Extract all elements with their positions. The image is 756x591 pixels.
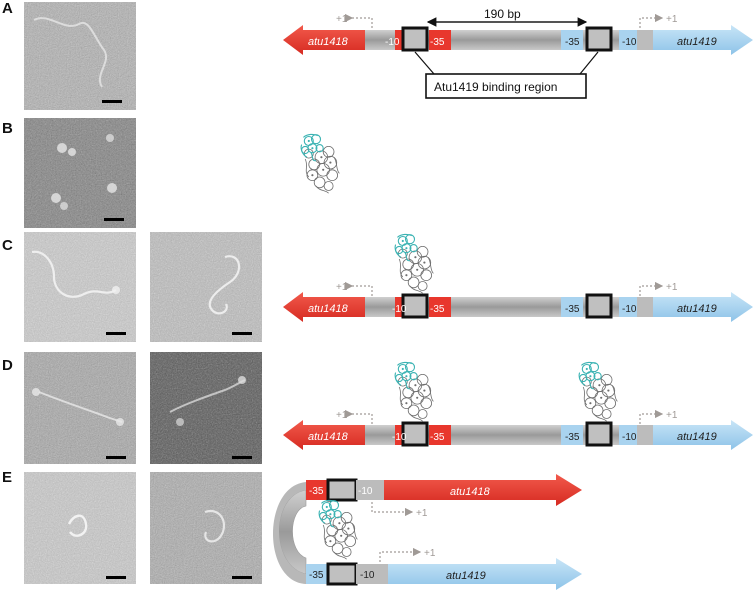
gene-label-atu1419-a: atu1419 — [677, 36, 717, 48]
minus10-label-c: -10 — [392, 304, 407, 315]
gene-label-atu1418-a: atu1418 — [308, 36, 349, 48]
tss-label-right-a: +1 — [666, 14, 678, 25]
gene-label-atu1418-d: atu1418 — [308, 431, 349, 443]
tss-label-left-a: +1 — [336, 14, 348, 25]
protein-e — [318, 499, 358, 560]
micrograph-c-left — [24, 232, 136, 342]
minus10-blue-label-a: -10 — [622, 37, 637, 48]
binding-region-box — [425, 73, 587, 99]
minus35-label-a: -35 — [430, 37, 445, 48]
tss-label-e-bottom: +1 — [424, 548, 436, 559]
protein-d-left — [394, 361, 434, 422]
binding-region-label: Atu1419 binding region — [434, 80, 557, 94]
micrograph-c-right — [150, 232, 262, 342]
minus10-label-e-top: -10 — [358, 486, 373, 497]
minus10-label-e-bottom: -10 — [360, 570, 375, 581]
minus10-blue-label-d: -10 — [622, 432, 637, 443]
protein-d-right — [578, 361, 618, 422]
minus10-label-a: -10 — [385, 37, 400, 48]
diagram-e — [273, 474, 582, 590]
micrograph-e-right — [150, 472, 262, 584]
minus10-blue-label-c: -10 — [622, 304, 637, 315]
panel-letter-c: C — [2, 237, 13, 254]
panel-letter-b: B — [2, 120, 13, 137]
gene-label-atu1418-c: atu1418 — [308, 303, 349, 315]
micrograph-a — [24, 2, 136, 110]
tss-label-left-d: +1 — [336, 410, 348, 421]
minus35-label-c: -35 — [430, 304, 445, 315]
protein-b — [300, 133, 340, 194]
minus10-label-d: -10 — [392, 432, 407, 443]
minus35-label-d: -35 — [430, 432, 445, 443]
gene-label-atu1419-e: atu1419 — [446, 570, 486, 582]
micrograph-d-left — [24, 352, 136, 464]
minus35-label-e-bottom: -35 — [309, 570, 324, 581]
minus35-blue-label-a: -35 — [565, 37, 580, 48]
micrograph-e-left — [24, 472, 136, 584]
gene-label-atu1418-e: atu1418 — [450, 486, 491, 498]
micrograph-d-right — [150, 352, 262, 464]
protein-c — [394, 233, 434, 294]
gene-label-atu1419-c: atu1419 — [677, 303, 717, 315]
minus35-blue-label-c: -35 — [565, 304, 580, 315]
panel-letter-d: D — [2, 357, 13, 374]
micrograph-b — [24, 118, 136, 228]
distance-label: 190 bp — [484, 7, 521, 21]
gene-label-atu1419-d: atu1419 — [677, 431, 717, 443]
tss-label-right-c: +1 — [666, 282, 678, 293]
minus35-label-e-top: -35 — [309, 486, 324, 497]
tss-label-right-d: +1 — [666, 410, 678, 421]
minus35-blue-label-d: -35 — [565, 432, 580, 443]
tss-label-left-c: +1 — [336, 282, 348, 293]
tss-label-e-top: +1 — [416, 508, 428, 519]
panel-letter-a: A — [2, 0, 13, 17]
panel-letter-e: E — [2, 469, 13, 486]
